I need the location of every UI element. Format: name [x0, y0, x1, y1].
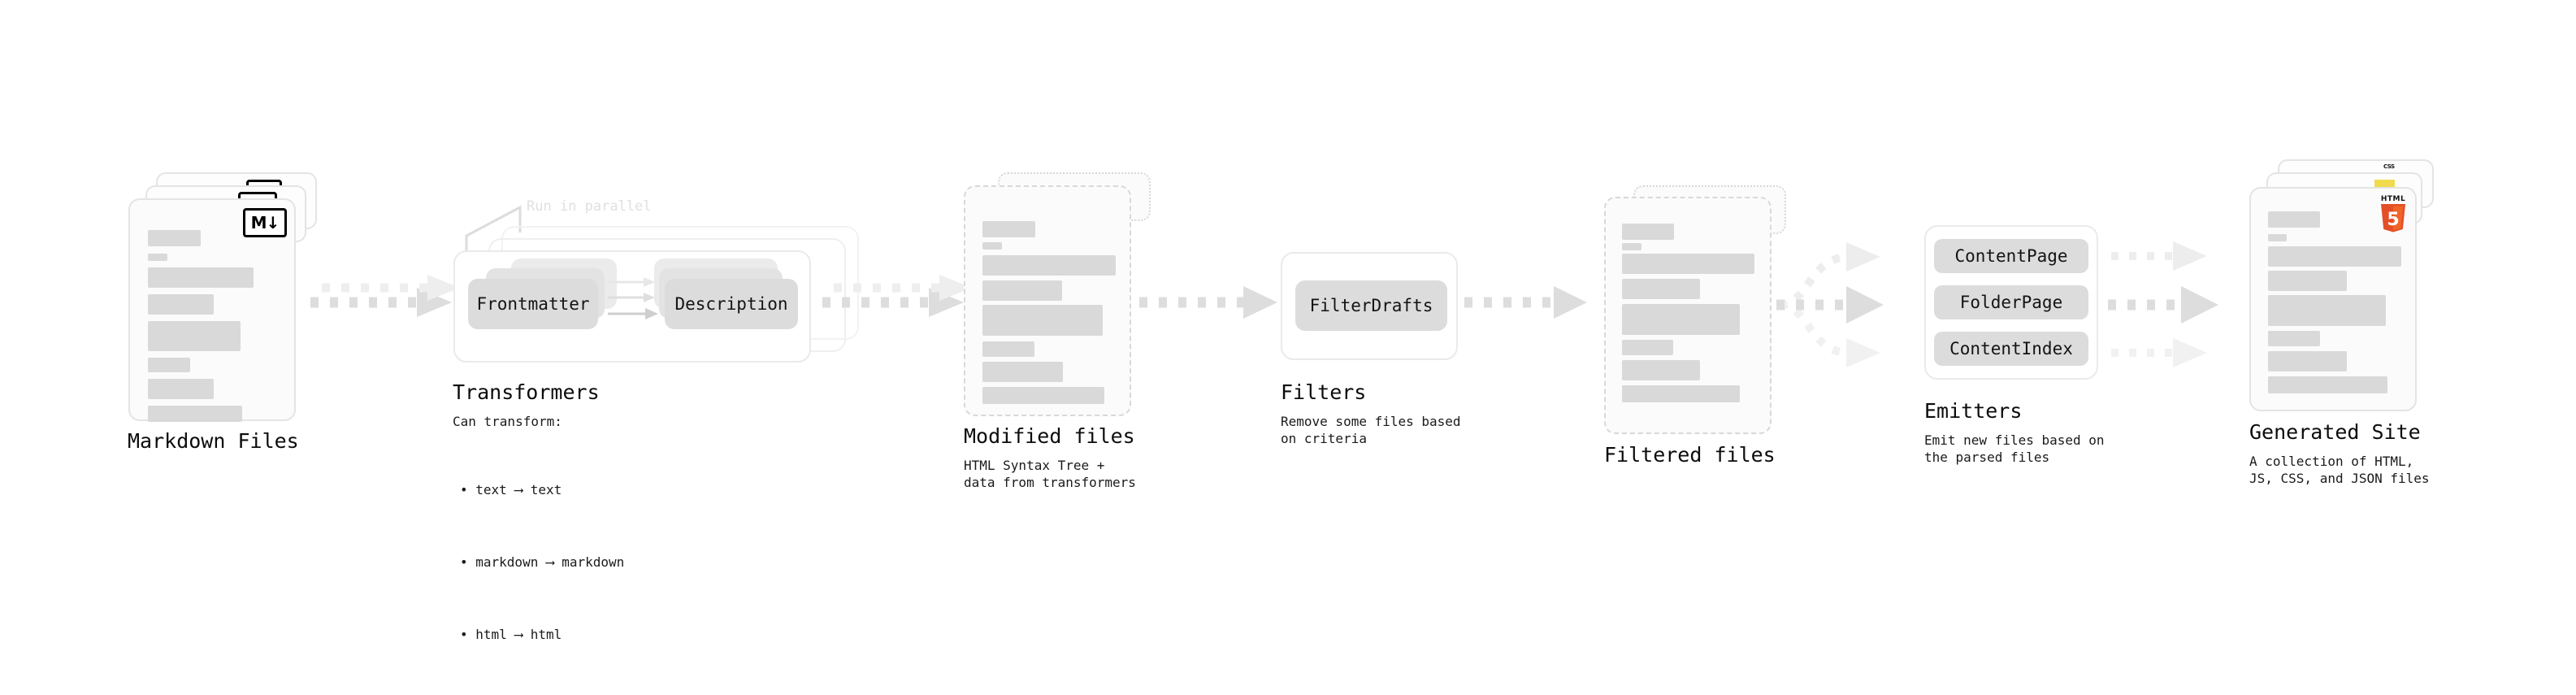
skeleton-line — [982, 280, 1062, 301]
css-icon-label: CSS — [2383, 163, 2395, 170]
skeleton-line — [148, 321, 241, 351]
emitters-subtitle: Emit new files based on the parsed files — [1924, 432, 2105, 466]
skeleton-line — [1622, 243, 1641, 250]
skeleton-line — [148, 267, 254, 288]
skeleton-line — [982, 387, 1104, 404]
skeleton-line — [148, 358, 190, 372]
skeleton-line — [1622, 279, 1700, 299]
transformer-inner-arrows — [608, 277, 658, 319]
transformers-subtitle: Can transform: — [453, 414, 562, 429]
svg-text:HTML: HTML — [2381, 195, 2405, 203]
skeleton-line — [1622, 385, 1740, 402]
skeleton-line — [2268, 295, 2386, 326]
stage-title-modified-files: Modified files — [964, 424, 1135, 448]
skeleton-line — [1622, 254, 1754, 274]
stage-title-markdown-files: Markdown Files — [128, 429, 299, 453]
skeleton-line — [2268, 331, 2320, 346]
skeleton-line — [2268, 351, 2347, 371]
skeleton-line — [1622, 360, 1700, 380]
transformers-bullet-item: • html ⟶ html — [460, 626, 562, 642]
skeleton-line — [982, 305, 1103, 336]
connector-markdown-to-transformers — [310, 275, 460, 317]
filter-chip-filterdrafts[interactable]: FilterDrafts — [1295, 280, 1447, 331]
stage-title-generated-site: Generated Site — [2249, 420, 2421, 444]
connector-filtered-files-to-emitters — [1776, 242, 1884, 367]
transformer-chip-frontmatter[interactable]: Frontmatter — [468, 279, 598, 329]
run-in-parallel-bracket — [465, 205, 522, 255]
run-in-parallel-label: Run in parallel — [527, 198, 652, 215]
generated-site-subtitle: A collection of HTML, JS, CSS, and JSON … — [2249, 454, 2430, 487]
html5-icon: HTML 5 — [2381, 195, 2405, 232]
svg-text:5: 5 — [2387, 210, 2399, 230]
skeleton-line — [982, 242, 1002, 250]
skeleton-line — [982, 362, 1063, 382]
connector-emitters-to-generated-site — [2108, 241, 2218, 367]
modified-files-subtitle: HTML Syntax Tree + data from transformer… — [964, 458, 1136, 491]
stage-title-emitters: Emitters — [1924, 399, 2023, 423]
skeleton-line — [982, 255, 1116, 276]
skeleton-line — [2268, 211, 2320, 228]
skeleton-line — [148, 230, 201, 246]
skeleton-line — [148, 294, 214, 315]
skeleton-line — [2268, 234, 2287, 241]
stage-title-filtered-files: Filtered files — [1604, 443, 1776, 467]
emitter-chip-contentindex[interactable]: ContentIndex — [1934, 332, 2088, 366]
diagram-canvas: M↓ M↓ M↓ Markdown Files Run in paralle — [128, 159, 2434, 642]
connector-modified-files-to-filters — [1139, 286, 1277, 319]
transformers-bullet-list: • text ⟶ text • markdown ⟶ markdown • ht… — [460, 430, 624, 695]
emitter-chip-contentpage[interactable]: ContentPage — [1934, 239, 2088, 273]
connector-transformers-to-modified-files — [822, 275, 972, 317]
emitter-chip-folderpage[interactable]: FolderPage — [1934, 285, 2088, 319]
skeleton-line — [1622, 224, 1674, 240]
stage-title-transformers: Transformers — [453, 380, 600, 404]
skeleton-line — [148, 379, 214, 399]
skeleton-line — [2268, 376, 2387, 393]
skeleton-line — [148, 406, 242, 422]
connector-filters-to-filtered-files — [1464, 286, 1587, 319]
skeleton-line — [1622, 304, 1740, 335]
skeleton-line — [982, 221, 1035, 237]
transformers-bullet-item: • markdown ⟶ markdown — [460, 554, 625, 570]
skeleton-line — [2268, 246, 2401, 267]
transformers-bullet-item: • text ⟶ text — [460, 482, 562, 498]
markdown-badge-icon: M↓ — [243, 208, 287, 237]
stage-title-filters: Filters — [1281, 380, 1367, 404]
skeleton-line — [982, 341, 1034, 357]
filters-subtitle: Remove some files based on criteria — [1281, 414, 1461, 447]
skeleton-line — [2268, 271, 2347, 291]
skeleton-line — [148, 254, 167, 261]
transformer-chip-description[interactable]: Description — [665, 279, 798, 329]
skeleton-line — [1622, 340, 1673, 355]
